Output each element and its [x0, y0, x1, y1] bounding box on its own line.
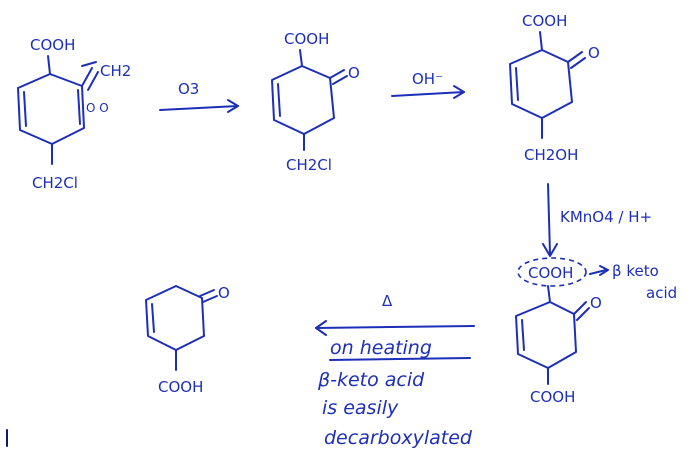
m2-bond-top: [299, 49, 303, 67]
m3-carbonyl-bond-a: [567, 51, 583, 63]
molecule-5-product: O COOH: [145, 284, 230, 396]
molecule-3-alcohol: COOH O CH2OH: [509, 12, 600, 164]
step4-reagent: Δ: [382, 292, 393, 310]
reaction-step-4: Δ on heating β-keto acid is easily decar…: [315, 292, 475, 449]
m2-carbonyl-bond-b: [332, 75, 348, 85]
m2-ring-inner-line: [277, 83, 281, 117]
m4-callout-arrow: [589, 269, 607, 275]
m3-top-substituent: COOH: [522, 12, 567, 30]
m1-double-bond-a: [81, 67, 93, 87]
m2-cyclohexane-ring: [271, 65, 335, 135]
m3-bottom-substituent: CH2OH: [524, 146, 578, 164]
m1-ozonide-mark: O O: [86, 101, 109, 115]
m4-carbonyl-oxygen: O: [590, 294, 602, 312]
m5-bottom-substituent: COOH: [158, 378, 203, 396]
m3-carbonyl-bond-b: [570, 57, 586, 69]
step4-condition-underline: [329, 357, 471, 361]
m5-carbonyl-bond-a: [199, 289, 215, 297]
m1-bond-top: [47, 55, 51, 75]
arrow-2-head: [453, 85, 465, 99]
arrow-4-head: [315, 320, 327, 336]
m5-cyclohexane-ring: [145, 285, 205, 351]
m4-cyclohexane-ring: [515, 301, 577, 369]
m2-carbonyl-bond-a: [329, 69, 345, 79]
reaction-step-2: OH⁻: [391, 70, 465, 99]
m2-carbonyl-oxygen: O: [348, 64, 360, 82]
molecule-2-ketone: COOH O CH2Cl: [271, 30, 360, 174]
reaction-step-3: KMnO4 / H+: [542, 183, 652, 257]
step4-note-line-2: is easily: [322, 397, 399, 419]
m4-callout-arrow-head: [599, 265, 609, 276]
arrow-2-shaft: [391, 91, 465, 97]
step4-note-line-1: β-keto acid: [317, 369, 425, 391]
reaction-step-1: O3: [159, 80, 239, 113]
m4-carbonyl-bond-a: [573, 301, 587, 315]
m1-cyclohexane-ring: [17, 73, 85, 145]
m4-callout-label: β keto: [612, 262, 659, 280]
m4-bond-top: [547, 285, 551, 303]
m5-ring-inner-line: [151, 303, 155, 333]
m1-cleavage-mark: [81, 61, 97, 67]
m3-carbonyl-oxygen: O: [588, 44, 600, 62]
step4-note-line-3: decarboxylated: [324, 427, 473, 449]
m4-callout-label-2: acid: [646, 284, 677, 302]
m4-bottom-substituent: COOH: [530, 388, 575, 406]
m2-top-substituent: COOH: [284, 30, 329, 48]
arrow-4-shaft: [315, 325, 475, 329]
m3-ring-inner-line: [515, 67, 519, 101]
m1-top-substituent: COOH: [30, 36, 75, 54]
m4-highlight-circle: [517, 257, 587, 287]
molecule-1-starting-material: COOH O O CH2 CH2Cl: [17, 36, 131, 192]
m2-bottom-substituent: CH2Cl: [286, 156, 332, 174]
m1-ring-inner-line-2: [77, 89, 81, 125]
step4-condition: on heating: [330, 337, 432, 359]
arrow-1-shaft: [159, 105, 239, 111]
step3-reagent: KMnO4 / H+: [560, 208, 652, 226]
m5-carbonyl-bond-b: [202, 295, 218, 303]
arrow-1-head: [227, 99, 239, 113]
m1-ring-inner-line: [23, 91, 27, 127]
arrow-3-head: [542, 243, 558, 257]
arrow-3-shaft: [547, 183, 551, 255]
step2-reagent: OH⁻: [412, 70, 443, 88]
m1-alkene-label: CH2: [100, 62, 131, 80]
m4-ring-inner-line: [521, 319, 525, 351]
m1-double-bond-b: [87, 71, 99, 91]
step1-reagent: O3: [178, 80, 199, 98]
m3-cyclohexane-ring: [509, 49, 573, 119]
m4-top-substituent: COOH: [528, 264, 573, 282]
m4-carbonyl-bond-b: [576, 307, 590, 321]
m3-bond-top: [539, 31, 543, 51]
molecule-4-beta-keto-acid: COOH β keto acid O COOH: [515, 257, 677, 406]
m1-bottom-substituent: CH2Cl: [32, 174, 78, 192]
m5-carbonyl-oxygen: O: [218, 284, 230, 302]
